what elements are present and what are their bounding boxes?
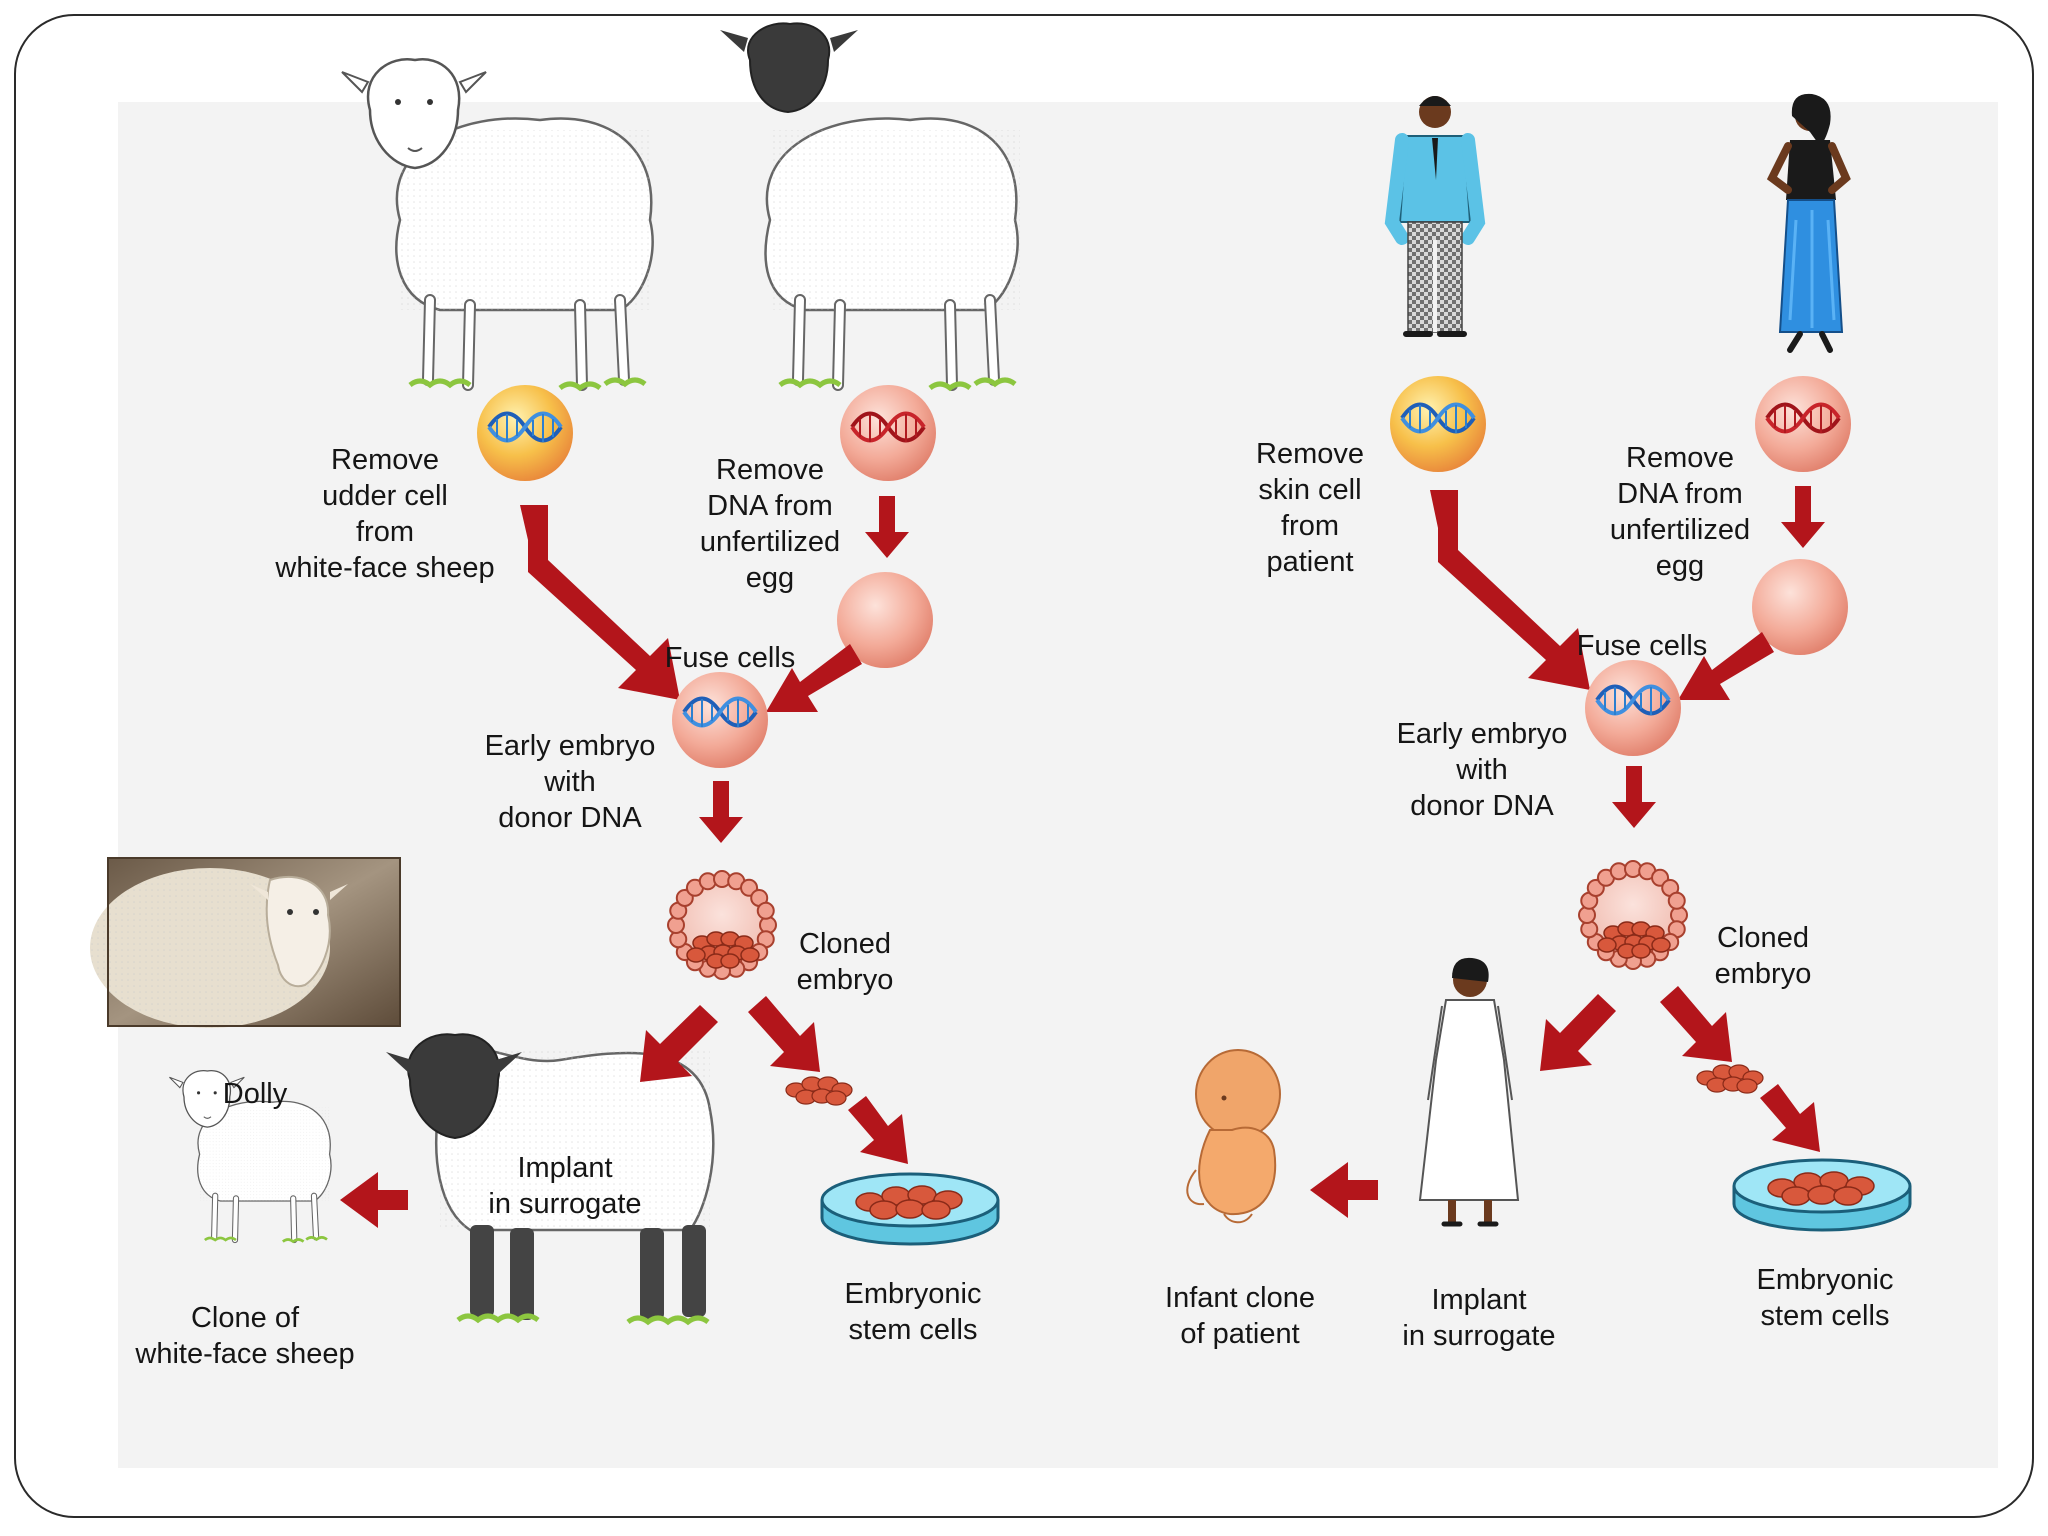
arrow-diagonal-icon	[1760, 1084, 1820, 1152]
arrow-left-icon	[340, 1172, 408, 1228]
arrow-down-icon	[699, 781, 743, 843]
white-face-sheep-icon	[342, 59, 653, 388]
inner-cell-mass-cell	[1651, 937, 1671, 953]
arrow-diagonal-icon	[748, 996, 820, 1072]
skin-cell-icon	[1390, 376, 1486, 472]
enucleated-egg-icon	[837, 572, 933, 668]
egg-cell-dna-icon	[840, 385, 936, 481]
dolly-label: Dolly	[222, 1078, 288, 1110]
inner-cell-mass-cell	[740, 947, 760, 963]
inner-cell-mass-cell	[1597, 937, 1617, 953]
arrow-left-icon	[1310, 1162, 1378, 1218]
cloned-embryo-icon	[667, 870, 777, 980]
arrow-diagonal-icon	[848, 1096, 908, 1164]
fuse-cells-label-right: Fuse cells	[1576, 630, 1708, 662]
early-embryo-cell-icon	[672, 672, 768, 768]
petri-dish-icon	[820, 1172, 1000, 1246]
inner-cell-mass-cell	[686, 947, 706, 963]
arrow-diagonal-icon	[1678, 632, 1774, 700]
trophoblast-cell	[756, 901, 775, 920]
fuse-cells-label: Fuse cells	[664, 642, 796, 674]
arrow-diagonal-icon	[520, 505, 680, 700]
inner-cell-mass-cell	[1631, 943, 1651, 959]
donor-cell-icon	[477, 385, 573, 481]
arrow-down-icon	[1612, 766, 1656, 828]
petri-dish-icon	[1732, 1158, 1912, 1232]
black-face-sheep-icon	[720, 23, 1020, 388]
surrogate-woman-icon	[1418, 957, 1520, 1227]
arrow-diagonal-icon	[640, 1005, 718, 1082]
egg-cell-dna-icon	[1755, 376, 1851, 472]
arrow-diagonal-icon	[1540, 994, 1616, 1071]
patient-man-icon	[1384, 96, 1486, 337]
arrow-diagonal-icon	[1660, 986, 1732, 1062]
early-embryo-cell-icon	[1585, 660, 1681, 756]
trophoblast-cell	[1667, 891, 1686, 910]
dolly-photo	[90, 857, 401, 1028]
egg-donor-woman-icon	[1766, 93, 1851, 353]
surrogate-sheep-icon	[386, 1033, 715, 1326]
arrow-diagonal-icon	[766, 644, 862, 712]
arrow-diagonal-icon	[1430, 490, 1590, 690]
stem-cell-clump-icon	[1696, 1064, 1764, 1094]
infant-clone-icon	[1186, 1049, 1281, 1224]
inner-cell-mass-cell	[720, 953, 740, 969]
enucleated-egg-icon	[1752, 559, 1848, 655]
cloned-embryo-icon	[1578, 860, 1688, 970]
stem-cell-clump-icon	[785, 1076, 853, 1106]
